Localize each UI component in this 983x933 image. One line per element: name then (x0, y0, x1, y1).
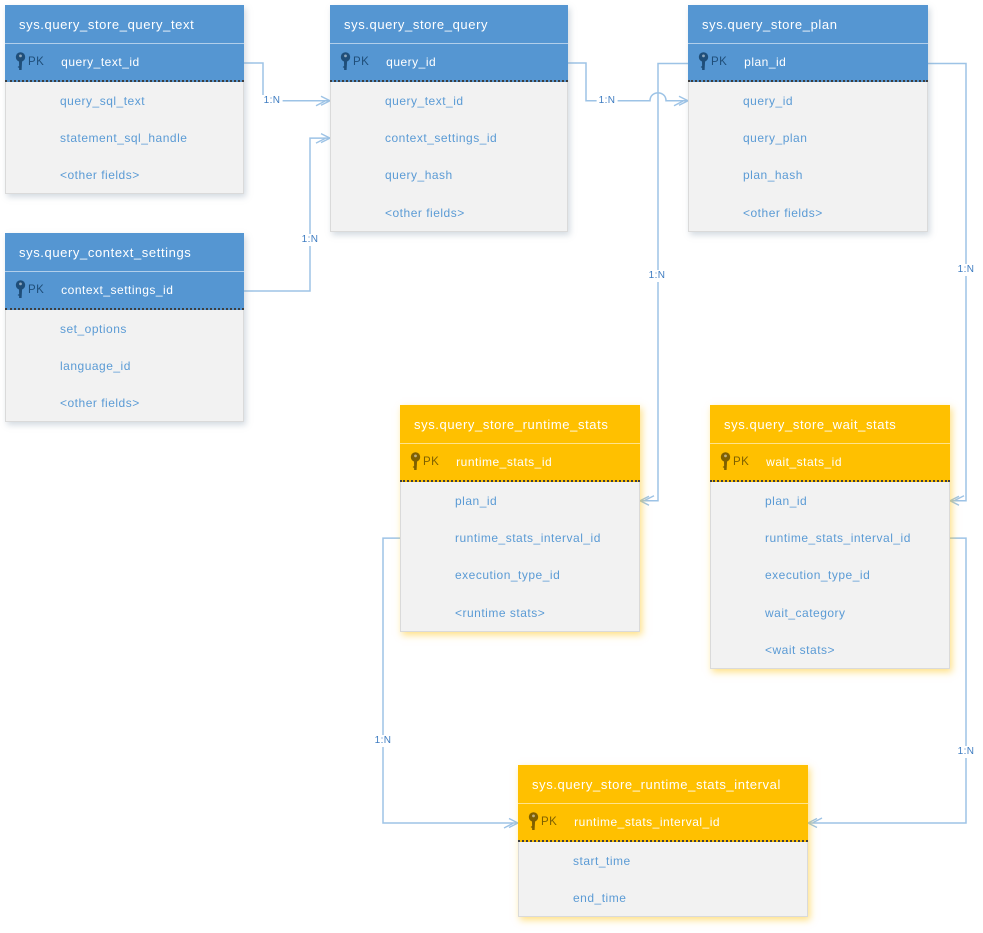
relationship-connector (928, 62, 967, 506)
relationship-connector (638, 62, 688, 506)
relationship-connector (244, 132, 332, 292)
pk-field-name: wait_stats_id (766, 455, 843, 469)
table-body: query_sql_text statement_sql_handle <other… (5, 82, 244, 195)
relationship-cardinality-label: 1:N (596, 94, 618, 107)
field-row: query_plan (743, 131, 808, 146)
field-row: plan_hash (743, 168, 803, 183)
primary-key-row: PK runtime_stats_interval_id (518, 804, 808, 842)
table-body: start_time end_time (518, 842, 808, 917)
key-icon (14, 279, 27, 301)
primary-key-row: PK wait_stats_id (710, 444, 950, 482)
pk-badge: PK (733, 456, 750, 468)
key-icon (409, 451, 422, 473)
pk-field-name: plan_id (744, 55, 787, 69)
relationship-connector (244, 62, 332, 107)
table-title: sys.query_context_settings (5, 233, 244, 272)
pk-field-name: runtime_stats_id (456, 455, 553, 469)
key-icon (339, 51, 352, 73)
table-body: query_text_id context_settings_id query_ha… (330, 82, 568, 232)
relationship-cardinality-label: 1:N (261, 94, 283, 107)
pk-field-name: query_id (386, 55, 437, 69)
field-row: query_text_id (385, 93, 464, 108)
primary-key-row: PK query_id (330, 44, 568, 82)
table-title: sys.query_store_runtime_stats_interval (518, 765, 808, 804)
field-row: context_settings_id (385, 131, 498, 146)
field-row: query_sql_text (60, 93, 146, 108)
pk-badge: PK (541, 816, 558, 828)
relationship-connector (806, 537, 967, 829)
table-body: query_id query_plan plan_hash <other fields… (688, 82, 928, 232)
field-row: set_options (60, 321, 127, 336)
key-icon (697, 51, 710, 73)
field-row: language_id (60, 359, 131, 374)
table-title: sys.query_store_query (330, 5, 568, 44)
relationship-cardinality-label: 1:N (299, 234, 321, 246)
primary-key-row: PK plan_id (688, 44, 928, 82)
table-body: set_options language_id <other fields> (5, 310, 244, 423)
key-icon (527, 811, 540, 833)
pk-badge: PK (711, 56, 728, 68)
key-icon (719, 451, 732, 473)
field-row: query_hash (385, 168, 453, 183)
field-row: <other fields> (60, 396, 140, 411)
table-body: plan_id runtime_stats_interval_id executio… (400, 482, 640, 632)
relationship-cardinality-label: 1:N (955, 264, 977, 276)
field-row: runtime_stats_interval_id (455, 531, 601, 546)
field-row: wait_category (765, 605, 846, 620)
field-row: query_id (743, 93, 794, 108)
relationship-cardinality-label: 1:N (955, 746, 977, 758)
table-title: sys.query_store_wait_stats (710, 405, 950, 444)
pk-badge: PK (353, 56, 370, 68)
primary-key-row: PK context_settings_id (5, 272, 244, 310)
pk-badge: PK (423, 456, 440, 468)
field-row: <wait stats> (765, 643, 836, 658)
field-row: <other fields> (60, 168, 140, 183)
relationship-connector (568, 62, 690, 107)
primary-key-row: PK query_text_id (5, 44, 244, 82)
relationship-cardinality-label: 1:N (372, 735, 394, 747)
pk-field-name: query_text_id (61, 55, 140, 69)
table-title: sys.query_store_query_text (5, 5, 244, 44)
key-icon (14, 51, 27, 73)
table-body: plan_id runtime_stats_interval_id executio… (710, 482, 950, 669)
relationship-connector (382, 537, 520, 829)
field-row: <runtime stats> (455, 605, 546, 620)
field-row: execution_type_id (765, 568, 871, 583)
field-row: <other fields> (743, 205, 823, 220)
pk-badge: PK (28, 284, 45, 296)
pk-field-name: context_settings_id (61, 283, 174, 297)
table-title: sys.query_store_runtime_stats (400, 405, 640, 444)
field-row: statement_sql_handle (60, 131, 188, 146)
relationship-cardinality-label: 1:N (646, 270, 668, 282)
field-row: end_time (573, 891, 627, 906)
pk-field-name: runtime_stats_interval_id (574, 815, 721, 829)
field-row: start_time (573, 853, 631, 868)
field-row: <other fields> (385, 205, 465, 220)
pk-badge: PK (28, 56, 45, 68)
field-row: plan_id (455, 493, 498, 508)
field-row: runtime_stats_interval_id (765, 531, 911, 546)
field-row: plan_id (765, 493, 808, 508)
field-row: execution_type_id (455, 568, 561, 583)
primary-key-row: PK runtime_stats_id (400, 444, 640, 482)
table-title: sys.query_store_plan (688, 5, 928, 44)
